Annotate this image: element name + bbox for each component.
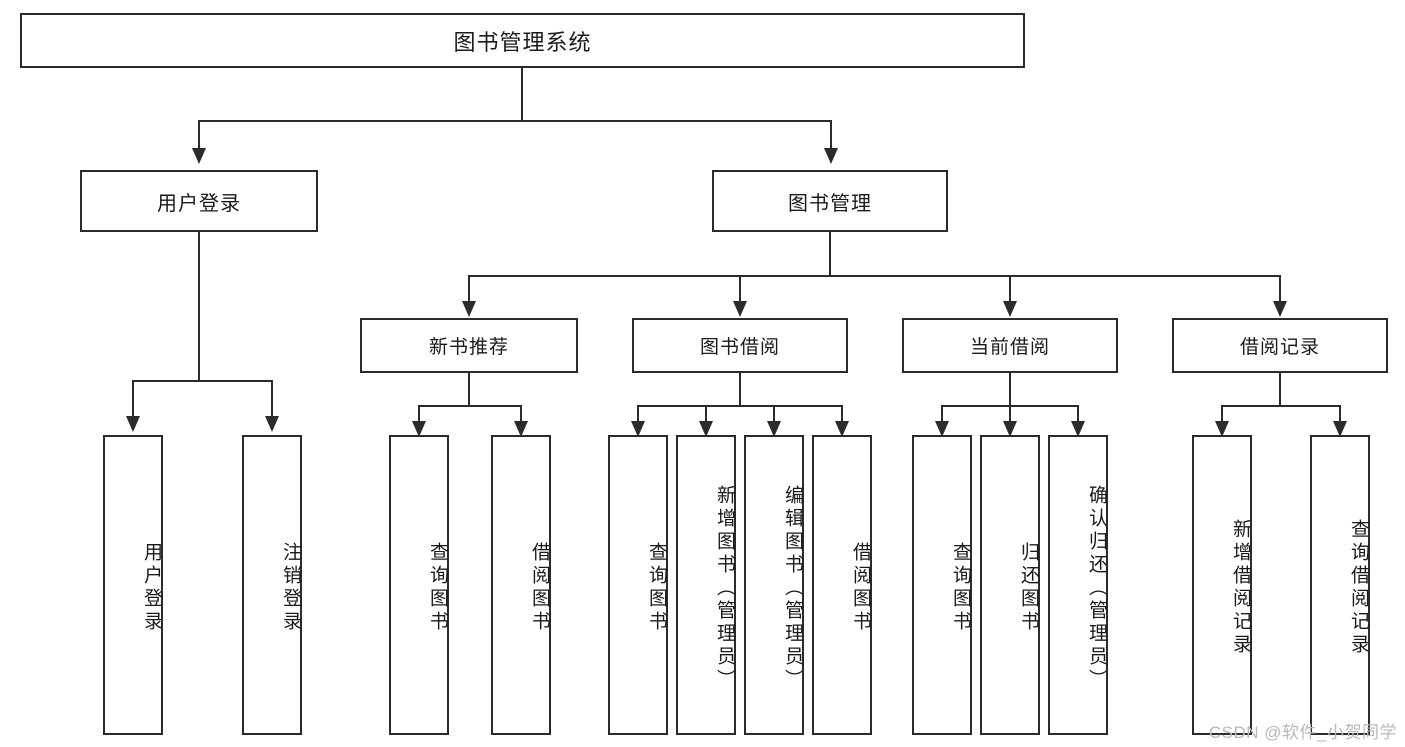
- connector-current-borrow-to-leaf-2: [1009, 405, 1011, 425]
- node-root-book-management-system[interactable]: 图书管理系统: [20, 13, 1025, 68]
- connector-current-borrow-stem: [1009, 373, 1011, 406]
- node-label: 查询借阅记录: [1348, 519, 1369, 657]
- node-label: 归还图书: [1018, 542, 1039, 634]
- arrow-book-manage-new-book-rec-icon: [462, 301, 476, 317]
- connector-new-book-rec-bus: [418, 405, 522, 407]
- leaf-rec-add-record[interactable]: 新增借阅记录: [1192, 435, 1252, 735]
- connector-root-to-book-manage: [830, 120, 832, 150]
- leaf-user-logout[interactable]: 注销登录: [242, 435, 302, 735]
- leaf-cur-query-book[interactable]: 查询图书: [912, 435, 972, 735]
- node-label: 图书管理系统: [453, 29, 592, 55]
- connector-book-borrow-stem: [739, 373, 741, 406]
- connector-book-manage-stem: [829, 232, 831, 276]
- leaf-user-login[interactable]: 用户登录: [103, 435, 163, 735]
- leaf-cur-return-book[interactable]: 归还图书: [980, 435, 1040, 735]
- node-label: 新增图书（管理员）: [714, 484, 735, 692]
- node-user-login[interactable]: 用户登录: [80, 170, 318, 232]
- arrow-root-to-user-login-icon: [192, 148, 206, 164]
- connector-current-borrow-to-leaf-3: [1077, 405, 1079, 425]
- node-label: 编辑图书（管理员）: [782, 484, 803, 692]
- arrow-current-borrow-leaf-1-icon: [935, 421, 949, 437]
- node-label: 当前借阅: [969, 337, 1050, 358]
- arrow-book-borrow-leaf-1-icon: [631, 421, 645, 437]
- node-label: 确认归还（管理员）: [1086, 484, 1107, 692]
- node-label: 借阅记录: [1239, 337, 1320, 358]
- node-label: 新增借阅记录: [1230, 519, 1251, 657]
- connector-book-borrow-to-leaf-1: [637, 405, 639, 425]
- connector-borrow-record-bus: [1221, 405, 1341, 407]
- connector-user-login-to-leaf-2: [271, 380, 273, 418]
- node-book-borrow[interactable]: 图书借阅: [632, 318, 848, 373]
- leaf-rec-query-book[interactable]: 查询图书: [389, 435, 449, 735]
- arrow-user-login-leaf-2-icon: [265, 416, 279, 432]
- connector-new-book-rec-to-leaf-2: [520, 405, 522, 425]
- arrow-book-borrow-leaf-4-icon: [835, 421, 849, 437]
- arrow-book-manage-book-borrow-icon: [733, 301, 747, 317]
- connector-user-login-bus: [132, 380, 272, 382]
- node-label: 图书管理: [788, 192, 872, 215]
- connector-book-borrow-to-leaf-2: [705, 405, 707, 425]
- leaf-rec-query-record[interactable]: 查询借阅记录: [1310, 435, 1370, 735]
- arrow-new-book-rec-leaf-1-icon: [412, 421, 426, 437]
- node-label: 新书推荐: [428, 337, 509, 358]
- connector-book-borrow-to-leaf-3: [773, 405, 775, 425]
- connector-book-manage-bus: [468, 275, 1281, 277]
- node-label: 注销登录: [280, 542, 301, 634]
- arrow-root-to-book-manage-icon: [824, 148, 838, 164]
- arrow-book-borrow-leaf-2-icon: [699, 421, 713, 437]
- node-label: 图书借阅: [699, 337, 780, 358]
- arrow-user-login-leaf-1-icon: [126, 416, 140, 432]
- arrow-book-borrow-leaf-3-icon: [767, 421, 781, 437]
- node-label: 用户登录: [141, 542, 162, 634]
- node-label: 查询图书: [427, 542, 448, 634]
- arrow-book-manage-current-borrow-icon: [1003, 301, 1017, 317]
- node-book-manage[interactable]: 图书管理: [712, 170, 948, 232]
- connector-book-manage-to-new-book-rec: [468, 275, 470, 303]
- connector-user-login-stem: [198, 232, 200, 380]
- node-label: 借阅图书: [529, 542, 550, 634]
- arrow-borrow-record-leaf-1-icon: [1215, 421, 1229, 437]
- connector-current-borrow-to-leaf-1: [941, 405, 943, 425]
- node-label: 查询图书: [646, 542, 667, 634]
- node-label: 查询图书: [950, 542, 971, 634]
- connector-book-manage-to-current-borrow: [1009, 275, 1011, 303]
- node-new-book-rec[interactable]: 新书推荐: [360, 318, 578, 373]
- connector-root-to-user-login: [198, 120, 200, 150]
- connector-book-borrow-bus: [637, 405, 843, 407]
- connector-borrow-record-to-leaf-2: [1339, 405, 1341, 425]
- connector-book-manage-to-book-borrow: [739, 275, 741, 303]
- connector-new-book-rec-to-leaf-1: [418, 405, 420, 425]
- arrow-borrow-record-leaf-2-icon: [1333, 421, 1347, 437]
- connector-root-bus: [198, 120, 832, 122]
- connector-new-book-rec-stem: [468, 373, 470, 406]
- leaf-rec-borrow-book[interactable]: 借阅图书: [491, 435, 551, 735]
- leaf-borrow-borrow-book[interactable]: 借阅图书: [812, 435, 872, 735]
- connector-root-stem: [521, 68, 523, 120]
- leaf-cur-confirm-return[interactable]: 确认归还（管理员）: [1048, 435, 1108, 735]
- arrow-current-borrow-leaf-2-icon: [1003, 421, 1017, 437]
- leaf-borrow-edit-book[interactable]: 编辑图书（管理员）: [744, 435, 804, 735]
- connector-book-manage-to-borrow-record: [1279, 275, 1281, 303]
- connector-borrow-record-stem: [1279, 373, 1281, 406]
- node-label: 借阅图书: [850, 542, 871, 634]
- node-borrow-record[interactable]: 借阅记录: [1172, 318, 1388, 373]
- leaf-borrow-add-book[interactable]: 新增图书（管理员）: [676, 435, 736, 735]
- node-current-borrow[interactable]: 当前借阅: [902, 318, 1118, 373]
- node-label: 用户登录: [157, 192, 241, 215]
- leaf-borrow-query-book[interactable]: 查询图书: [608, 435, 668, 735]
- connector-user-login-to-leaf-1: [132, 380, 134, 418]
- arrow-current-borrow-leaf-3-icon: [1071, 421, 1085, 437]
- arrow-new-book-rec-leaf-2-icon: [514, 421, 528, 437]
- connector-borrow-record-to-leaf-1: [1221, 405, 1223, 425]
- csdn-watermark: CSDN @软件_小贺同学: [1208, 723, 1397, 742]
- arrow-book-manage-borrow-record-icon: [1273, 301, 1287, 317]
- connector-book-borrow-to-leaf-4: [841, 405, 843, 425]
